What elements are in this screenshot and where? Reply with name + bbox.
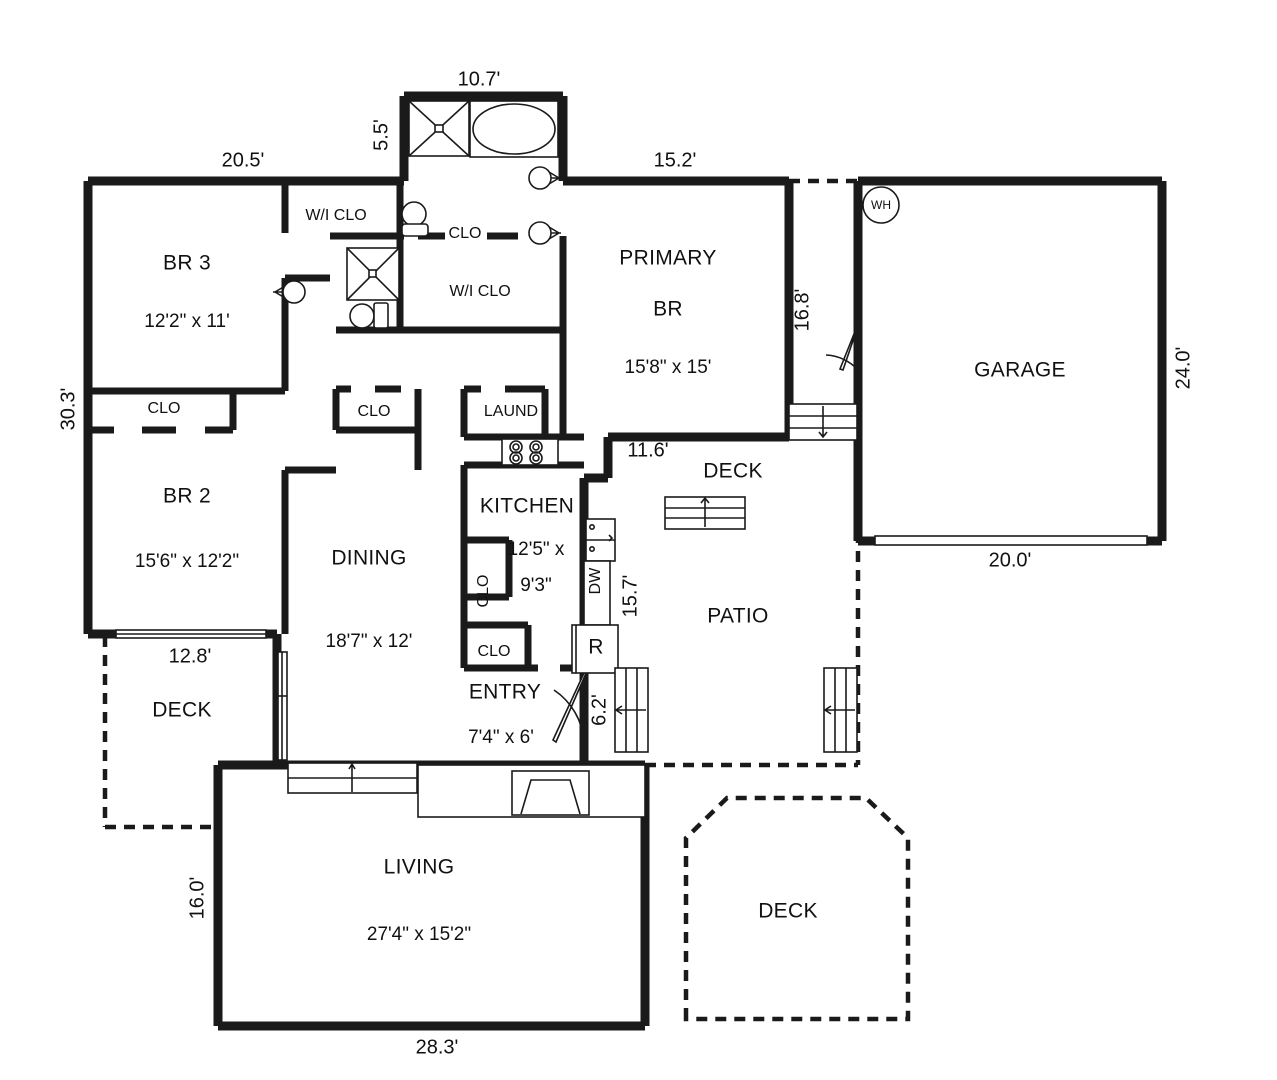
dimension-primary-right: 16.8' xyxy=(791,289,813,332)
window xyxy=(115,629,267,639)
closet-label-clo-kit-1: CLO xyxy=(475,575,492,608)
room-label-deck-top: DECK xyxy=(703,460,763,483)
appliance-label-refrigerator: R xyxy=(588,636,603,659)
shower-stall-icon xyxy=(408,100,470,157)
appliance-label-wh: WH xyxy=(871,198,891,212)
room-dim-primary: 15'8" x 15' xyxy=(625,357,712,378)
closet-label-clo-kit-2: CLO xyxy=(478,643,511,660)
room-dim-kitchen-2: 9'3" xyxy=(520,575,552,596)
room-label-br3: BR 3 xyxy=(163,252,211,275)
fixtures xyxy=(115,100,1148,818)
closet-label-clo-hall: CLO xyxy=(358,403,391,420)
room-label-kitchen: KITCHEN xyxy=(480,495,574,518)
dishwasher-icon xyxy=(583,560,611,626)
room-dim-dining: 18'7" x 12' xyxy=(326,631,413,652)
bathtub-icon xyxy=(469,100,559,158)
dimension-left-house: 30.3' xyxy=(57,388,79,431)
sliding-door xyxy=(277,651,288,761)
closet-label-laundry: LAUND xyxy=(484,403,538,420)
room-label-br2: BR 2 xyxy=(163,485,211,508)
room-label-deck-left: DECK xyxy=(152,699,212,722)
room-dim-entry: 7'4" x 6' xyxy=(468,727,534,748)
refrigerator-icon xyxy=(571,624,619,674)
stairs-icon-4 xyxy=(823,667,858,753)
room-label-primary: PRIMARY xyxy=(619,247,716,270)
stove-icon xyxy=(501,438,559,466)
outdoor-boundaries xyxy=(102,178,911,1022)
closet-label-wi-clo-2: W/I CLO xyxy=(449,283,510,300)
stairs-icon-2 xyxy=(664,496,746,530)
sink-icon xyxy=(401,201,429,237)
door-swing-icon xyxy=(528,166,561,190)
dimension-deck-top-width: 11.6' xyxy=(627,439,668,461)
dimension-living-bottom: 28.3' xyxy=(416,1036,459,1058)
dimension-patio-left: 15.7' xyxy=(619,575,641,618)
shower-stall-icon-2 xyxy=(346,247,400,301)
room-label-deck-bottom: DECK xyxy=(758,900,818,923)
garage-overhead-door xyxy=(874,535,1148,546)
door-swing-icon-2 xyxy=(528,221,561,245)
closet-label-clo-bath: CLO xyxy=(449,225,482,242)
water-heater-icon xyxy=(862,186,900,224)
dimension-top-bath: 10.7' xyxy=(458,68,501,90)
room-label-entry: ENTRY xyxy=(469,681,541,704)
toilet-icon xyxy=(349,302,389,329)
room-dim-br3: 12'2" x 11' xyxy=(144,311,229,332)
dimension-entry-right: 6.2' xyxy=(588,694,610,726)
door-swing-icon-3 xyxy=(273,280,306,304)
dimension-living-left: 16.0' xyxy=(186,877,208,920)
room-dim-kitchen: 12'5" x xyxy=(508,539,565,560)
dimension-garage-bottom: 20.0' xyxy=(989,549,1032,571)
closet-label-clo-br3: CLO xyxy=(148,400,181,417)
room-label-patio: PATIO xyxy=(707,605,768,628)
labels: BR 3 12'2" x 11' BR 2 15'6" x 12'2" PRIM… xyxy=(57,68,1194,1058)
room-label-garage: GARAGE xyxy=(974,359,1066,382)
interior-walls xyxy=(88,181,588,765)
dimension-garage-right: 24.0' xyxy=(1172,347,1194,390)
kitchen-sink-icon xyxy=(585,518,616,562)
room-dim-living: 27'4" x 15'2" xyxy=(367,924,471,945)
stairs-icon-3 xyxy=(614,667,649,753)
closet-label-wi-clo-1: W/I CLO xyxy=(305,207,366,224)
dimension-top-primary: 15.2' xyxy=(654,149,697,171)
dimension-top-br3: 20.5' xyxy=(222,149,265,171)
room-label-dining: DINING xyxy=(331,547,406,570)
appliance-label-dw: DW xyxy=(587,567,604,595)
living-window xyxy=(287,762,418,794)
room-label-primary-br: BR xyxy=(653,298,683,321)
stairs-icon xyxy=(788,403,858,441)
dimension-br2-bottom: 12.8' xyxy=(169,645,212,667)
garage-door-swing-icon xyxy=(825,319,861,372)
room-label-living: LIVING xyxy=(384,856,455,879)
fireplace-icon xyxy=(417,764,646,818)
room-dim-br2: 15'6" x 12'2" xyxy=(135,551,239,572)
dimension-bath-left: 5.5' xyxy=(370,119,392,151)
